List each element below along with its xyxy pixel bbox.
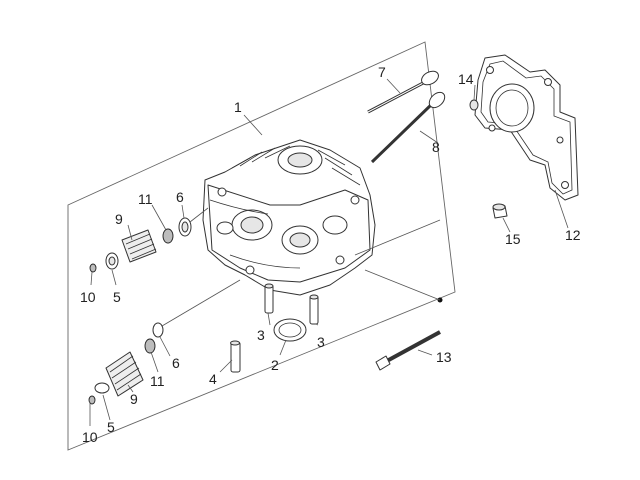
- lower-spring-set: [88, 322, 164, 405]
- callout-3b: 3: [317, 334, 325, 350]
- callout-10b: 10: [82, 429, 98, 445]
- callout-labels: 1 7 8 14 12 15 11 6 9 10 5 3 3 2 4 6 11 …: [80, 64, 581, 445]
- leader-lines: [89, 78, 569, 426]
- callout-3a: 3: [257, 327, 265, 343]
- callout-5a: 5: [113, 289, 121, 305]
- callout-15: 15: [505, 231, 521, 247]
- callout-8: 8: [432, 139, 440, 155]
- callout-11a: 11: [138, 191, 153, 207]
- exhaust-valve: [370, 91, 446, 164]
- dowel-pin-3b: [309, 294, 319, 325]
- head-gasket: [474, 54, 579, 201]
- head-bolt-13: [375, 330, 441, 371]
- assembly-frame: [67, 41, 456, 451]
- callout-5b: 5: [107, 419, 115, 435]
- intake-valve: [367, 70, 439, 114]
- callout-14: 14: [458, 71, 474, 87]
- callout-12: 12: [565, 227, 581, 243]
- valve-guide-4: [230, 340, 241, 373]
- dowel-pin-3a: [264, 283, 274, 314]
- callout-10a: 10: [80, 289, 96, 305]
- bush-15: [492, 203, 508, 219]
- dowel-sleeve-14: [469, 99, 479, 111]
- o-ring-2: [273, 318, 307, 342]
- callout-6a: 6: [176, 189, 184, 205]
- callout-11b: 11: [150, 373, 165, 389]
- cylinder-head: [202, 139, 376, 296]
- upper-spring-set: [89, 217, 192, 273]
- callout-2: 2: [271, 357, 279, 373]
- callout-4: 4: [209, 371, 217, 387]
- callout-6b: 6: [172, 355, 180, 371]
- callout-7: 7: [378, 64, 386, 80]
- callout-1: 1: [234, 99, 242, 115]
- callout-9a: 9: [115, 211, 123, 227]
- callout-9b: 9: [130, 391, 138, 407]
- callout-13: 13: [436, 349, 452, 365]
